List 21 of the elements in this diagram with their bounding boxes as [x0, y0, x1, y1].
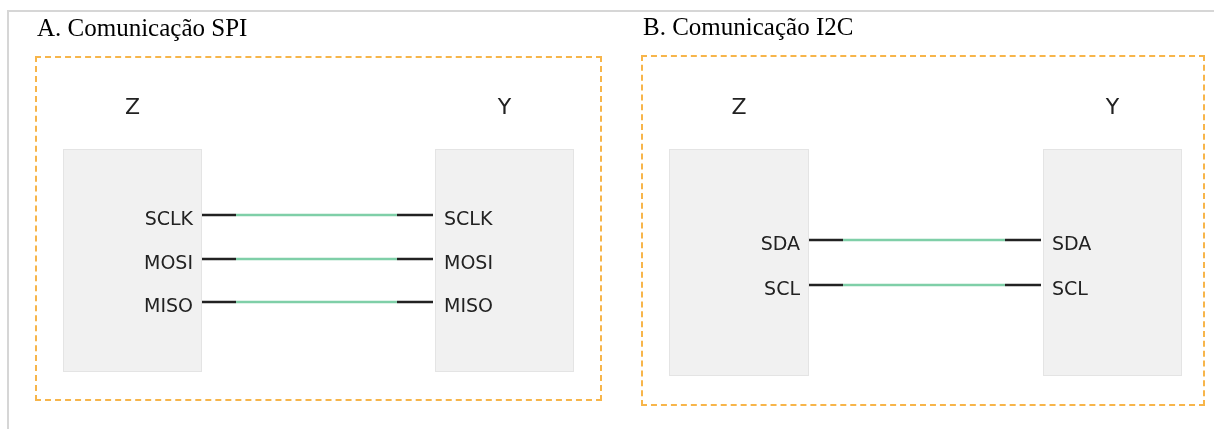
pin-label: SCLK — [444, 207, 493, 229]
pin-label: SCLK — [144, 207, 193, 229]
signal-wire — [200, 213, 433, 217]
device-label: Y — [496, 94, 513, 119]
pin-label: MISO — [144, 294, 193, 316]
section-heading: B. Comunicação I2C — [643, 13, 854, 41]
pin-label: SDA — [760, 232, 800, 254]
pin-label: MOSI — [444, 251, 493, 273]
signal-wire — [807, 238, 1041, 242]
pin-label: SCL — [764, 277, 800, 299]
pin-label: MISO — [444, 294, 493, 316]
pin-label: SCL — [1052, 277, 1088, 299]
signal-wire — [200, 257, 433, 261]
device-label: Y — [1104, 94, 1121, 119]
signal-wire — [200, 300, 433, 304]
section-heading: A. Comunicação SPI — [37, 14, 248, 42]
device-label: Z — [123, 94, 142, 119]
device-label: Z — [730, 94, 748, 119]
pin-label: SDA — [1052, 232, 1092, 254]
pin-label: MOSI — [144, 251, 193, 273]
signal-wire — [807, 283, 1041, 287]
